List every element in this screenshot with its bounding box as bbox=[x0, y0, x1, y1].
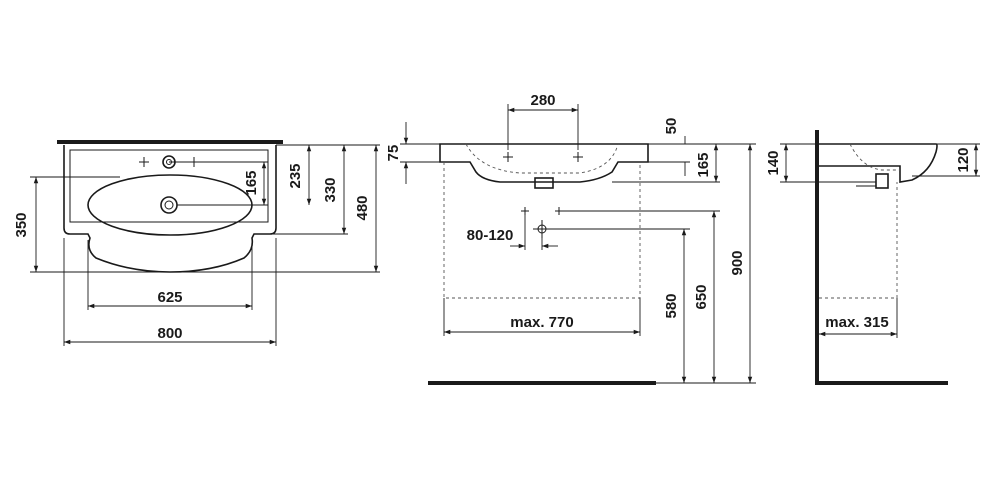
dim-165-label: 165 bbox=[243, 170, 260, 195]
front-view-drain-icon bbox=[534, 177, 554, 189]
dim-50-label: 50 bbox=[663, 118, 680, 135]
dim-900-label: 900 bbox=[729, 250, 746, 275]
dim-350-label: 350 bbox=[13, 212, 30, 237]
dim-235-label: 235 bbox=[287, 163, 304, 188]
dim-280-label: 280 bbox=[530, 92, 555, 109]
dim-80-120-label: 80-120 bbox=[467, 227, 514, 244]
front-view-bowl-hidden bbox=[465, 143, 619, 174]
dim-330-label: 330 bbox=[322, 177, 339, 202]
dim-75-label: 75 bbox=[385, 145, 402, 162]
side-view-bowl-hidden bbox=[849, 143, 900, 171]
front-view-basin-outline bbox=[439, 143, 649, 183]
top-view-extension-lines bbox=[30, 144, 380, 346]
top-view: 350 625 800 165 235 330 480 bbox=[13, 140, 380, 346]
side-view-extension-lines bbox=[780, 143, 980, 338]
dim-max-315-label: max. 315 bbox=[825, 314, 888, 331]
dim-140-label: 140 bbox=[765, 150, 782, 175]
dim-120-label: 120 bbox=[955, 147, 972, 172]
dim-650-label: 650 bbox=[693, 284, 710, 309]
dim-480-label: 480 bbox=[354, 195, 371, 220]
waste-fitting-marks bbox=[521, 207, 563, 238]
drain-icon bbox=[160, 196, 178, 214]
side-view-basin-outline bbox=[819, 143, 938, 183]
front-view-extension-lines bbox=[400, 104, 756, 384]
side-view: 140 120 max. 315 bbox=[765, 130, 980, 385]
dim-800-label: 800 bbox=[157, 325, 182, 342]
dim-165-front-label: 165 bbox=[695, 152, 712, 177]
front-view-tap-marks bbox=[503, 152, 583, 162]
front-view-cabinet-hidden bbox=[443, 162, 641, 299]
side-view-cabinet-hidden bbox=[819, 182, 898, 299]
drain-inner-icon bbox=[164, 200, 174, 210]
side-view-drain-icon bbox=[875, 173, 889, 189]
dim-625-label: 625 bbox=[157, 289, 182, 306]
front-view: 280 50 75 165 80-120 max. 770 580 650 90… bbox=[385, 92, 756, 385]
dim-max-770-label: max. 770 bbox=[510, 314, 573, 331]
top-view-inner-rim bbox=[69, 149, 269, 223]
dim-580-label: 580 bbox=[663, 293, 680, 318]
